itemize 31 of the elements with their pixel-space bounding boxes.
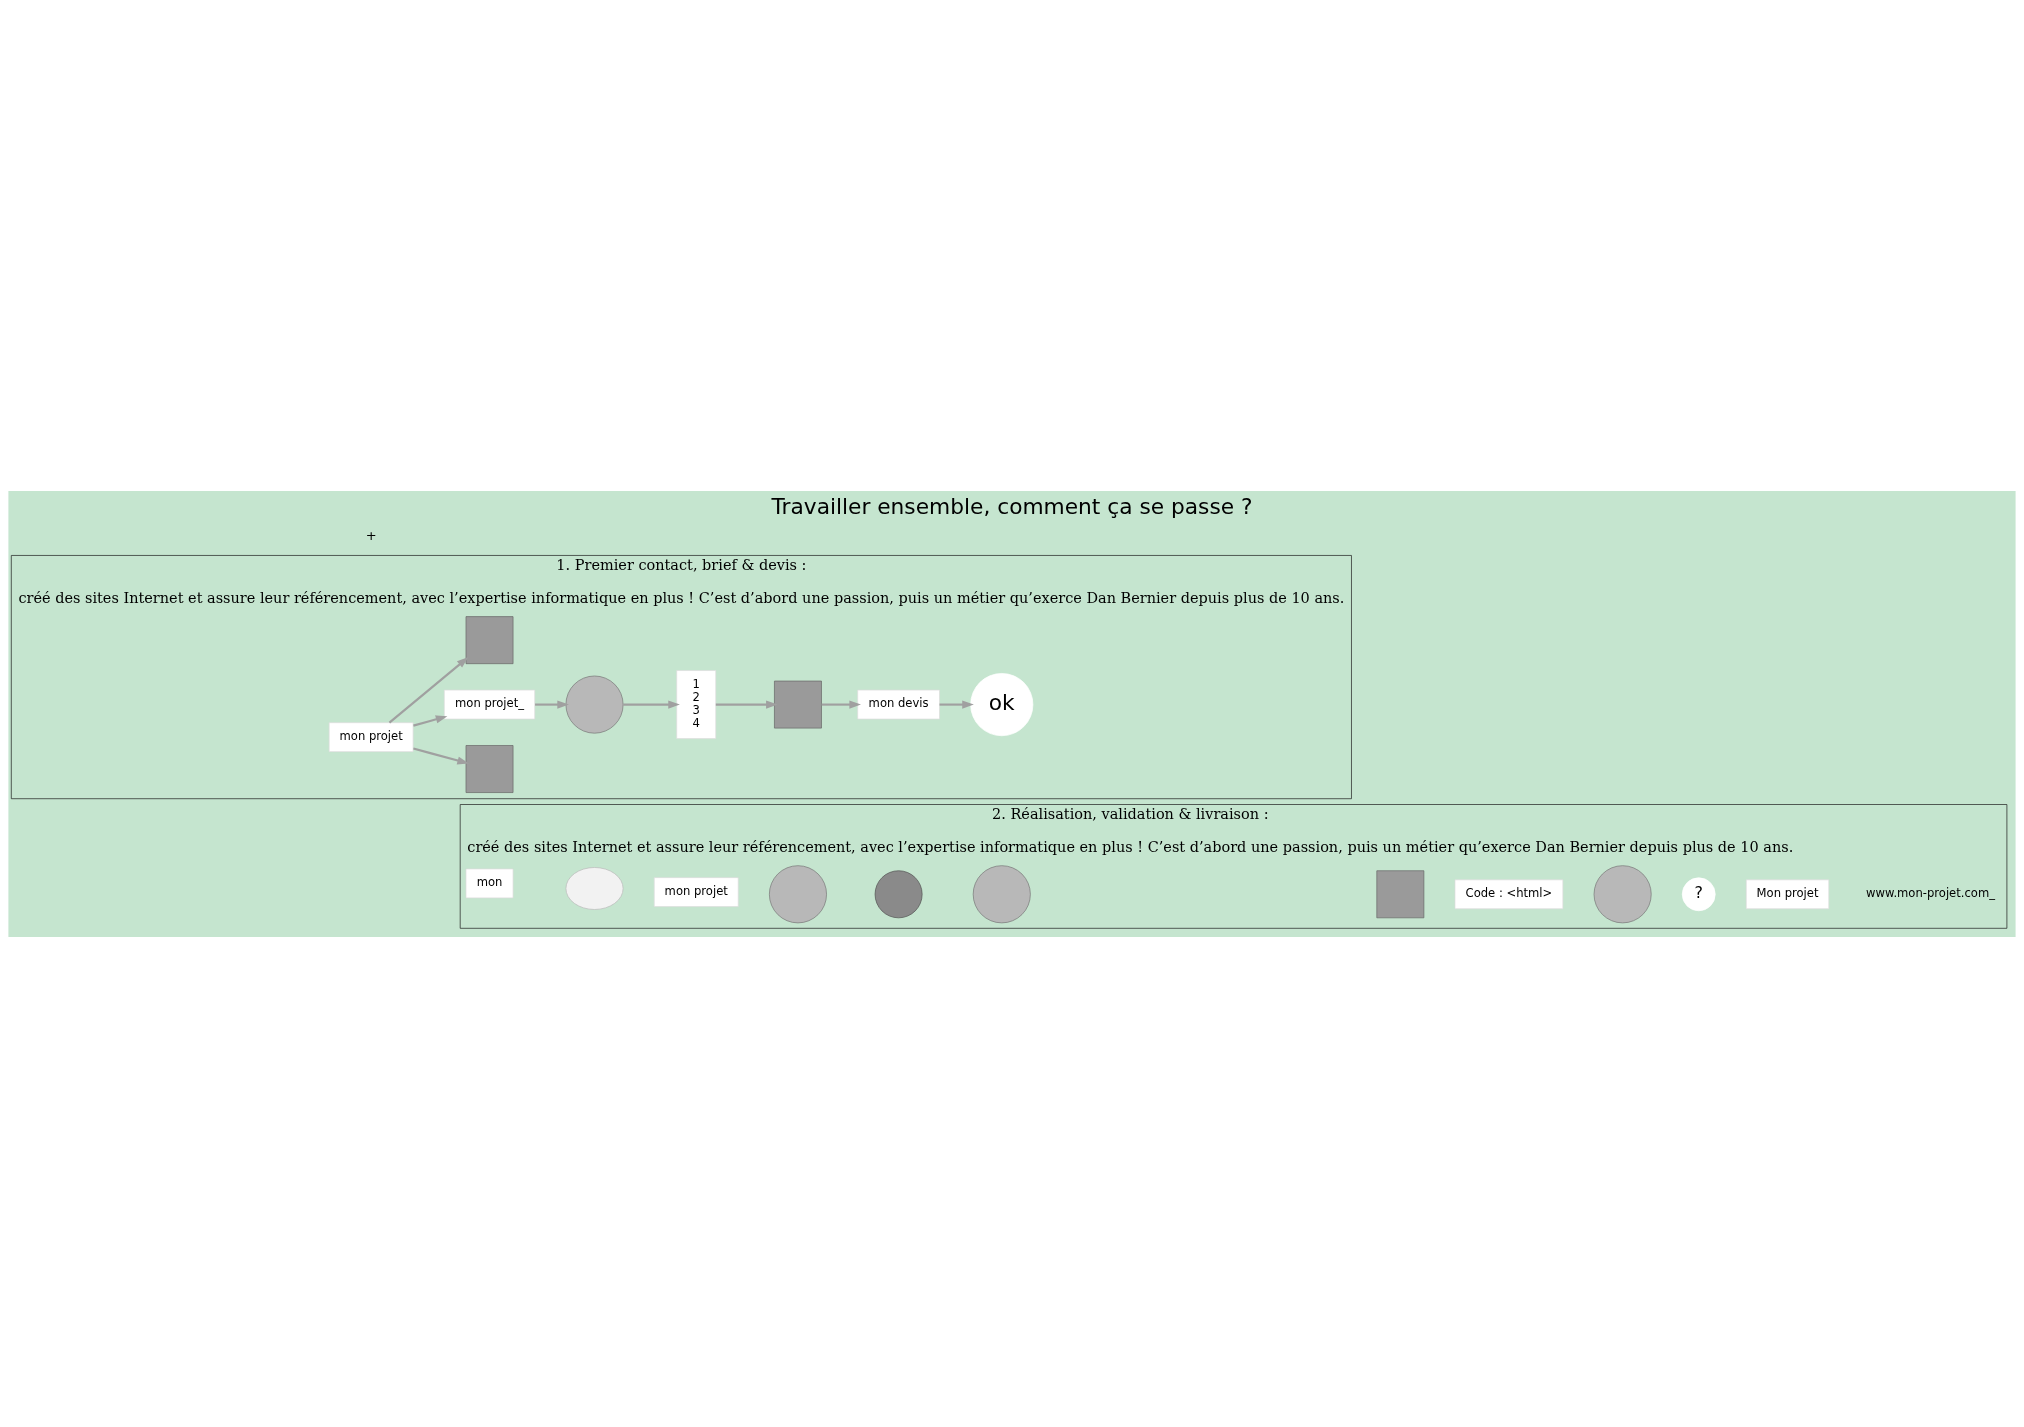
arrow [821, 700, 861, 709]
node-circle: ok [970, 672, 1034, 736]
node-cloud [565, 866, 624, 910]
node-circle [874, 869, 923, 918]
node-box [774, 680, 822, 728]
arrow [715, 700, 778, 709]
node-circle: ? [1681, 876, 1716, 911]
node-person [1593, 864, 1652, 923]
arrow [623, 700, 680, 709]
node-person [565, 675, 624, 734]
node-person [972, 864, 1031, 923]
node-box: Mon projet [1745, 878, 1830, 909]
node-box: mon devis [857, 689, 940, 719]
label: + [365, 527, 377, 543]
node-box [465, 744, 514, 793]
node-person [769, 864, 827, 923]
arrow [535, 700, 569, 709]
node-box [1376, 869, 1425, 918]
arrow [413, 746, 469, 764]
node-box: mon projet [328, 721, 414, 752]
node-box: mon [465, 868, 514, 898]
arrow [388, 656, 469, 723]
arrow [413, 714, 448, 727]
node-box: 1 2 3 4 [676, 669, 717, 739]
arrow [939, 700, 974, 709]
node-box [465, 615, 514, 664]
node-text: www.mon-projet.com_ [1866, 885, 1995, 900]
diagram-title: Travailler ensemble, comment ça se passe ? [771, 493, 1253, 519]
node-box: mon projet [653, 876, 739, 907]
node-box: Code : <html> [1454, 878, 1564, 909]
node-box: mon projet_ [443, 689, 536, 719]
